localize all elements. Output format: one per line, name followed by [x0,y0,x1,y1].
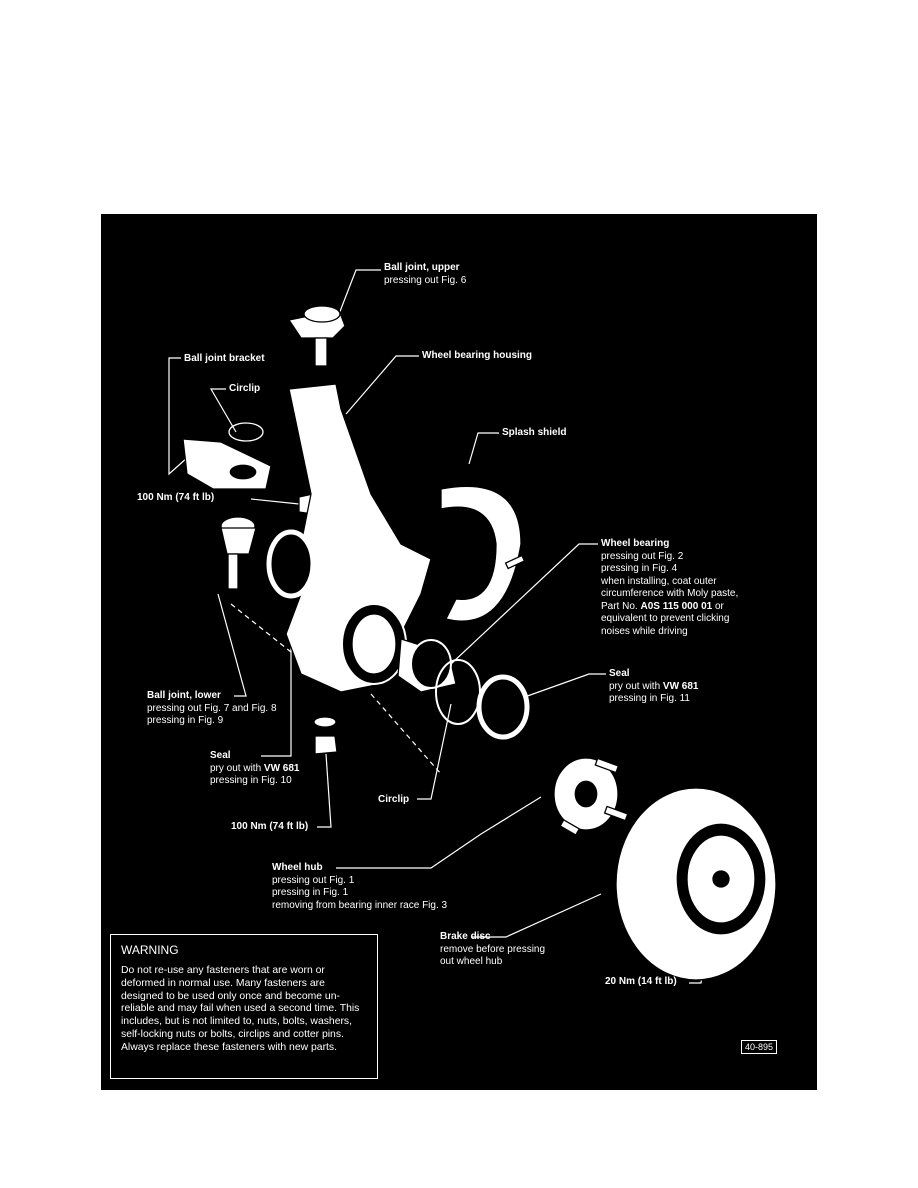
label-wheel-hub-line: removing from bearing inner race Fig. 3 [272,899,448,911]
label-ball-joint-bracket: Ball joint bracket [184,353,265,366]
label-seal-right-line2: pressing in Fig. 11 [609,693,690,704]
leader-ball-joint-upper [338,269,381,315]
splash-shield-part [440,485,522,622]
leader-ball-joint-lower [217,593,247,697]
label-wheel-hub-title: Wheel hub [272,862,323,873]
seal-left-prefix: pry out with [210,762,262,774]
part-suffix: or [714,600,724,612]
label-torque-disc-title: 20 Nm (14 ft lb) [605,976,677,987]
label-wheel-bearing-line: pressing in Fig. 4 [601,563,678,574]
label-torque-upper: 100 Nm (74 ft lb) [137,492,214,505]
leader-seal-right [518,673,606,700]
part-prefix: Part No. [601,600,638,612]
label-seal-left-title: Seal [210,750,231,761]
circlip-top-part [228,422,264,442]
seal-left-tool: VW 681 [263,762,300,774]
leader-torque-upper [250,498,300,505]
label-wheel-hub-line: pressing out Fig. 1 [272,874,355,886]
label-torque-upper-title: 100 Nm (74 ft lb) [137,492,215,503]
label-brake-disc: Brake disc remove before pressing out wh… [440,931,545,969]
label-wheel-hub: Wheel hub pressing out Fig. 1 pressing i… [272,862,447,912]
label-wheel-bearing-line: pressing out Fig. 2 [601,550,684,562]
label-torque-lower-title: 100 Nm (74 ft lb) [231,821,309,832]
label-seal-right-title: Seal [609,668,630,679]
leader-circlip-bottom [417,703,452,800]
label-brake-disc-line: out wheel hub [440,956,503,967]
label-ball-joint-lower: Ball joint, lower pressing out Fig. 7 an… [147,690,277,728]
seal-left-part [266,529,316,599]
label-wheel-bearing-title: Wheel bearing [601,538,670,549]
label-seal-right: Seal pry out with VW 681 pressing in Fig… [609,668,699,706]
leader-ball-joint-bracket [168,357,198,476]
warning-title: WARNING [121,943,179,957]
assembly-axis-line [230,603,332,685]
label-wheel-hub-line: pressing in Fig. 1 [272,887,349,898]
circlip-bottom-part [435,659,481,725]
seal-right-part [476,674,530,740]
label-wheel-bearing-housing: Wheel bearing housing [422,350,532,363]
label-wheel-bearing-line: equivalent to prevent clicking [601,613,730,624]
label-wheel-bearing-housing-title: Wheel bearing housing [422,350,533,361]
label-ball-joint-upper-title: Ball joint, upper [384,262,460,273]
leader-circlip-top [209,388,237,433]
leader-torque-lower [317,753,332,828]
leader-wheel-bearing-housing [345,355,419,415]
label-circlip-bottom-title: Circlip [378,794,410,805]
ball-joint-bracket-part [182,438,272,490]
leader-splash-shield [468,432,499,465]
leader-brake-disc [471,893,602,938]
seal-right-prefix: pry out with [609,680,661,692]
label-ball-joint-lower-line: pressing in Fig. 9 [147,715,224,726]
label-circlip-top-title: Circlip [229,383,261,394]
label-wheel-bearing-line: circumference with Moly paste, [601,588,739,599]
washer-lower-part [313,716,337,728]
label-circlip-bottom: Circlip [378,794,409,807]
label-torque-lower: 100 Nm (74 ft lb) [231,821,308,834]
label-seal-right-line1: pry out with VW 681 [609,681,699,694]
label-ball-joint-lower-line: pressing out Fig. 7 and Fig. 8 [147,702,277,714]
label-ball-joint-bracket-title: Ball joint bracket [184,353,265,364]
warning-box: WARNING Do not re-use any fasteners that… [110,934,378,1079]
exploded-view-illustration [168,269,777,984]
diagram-panel: Ball joint, upper pressing out Fig. 6 Ba… [101,214,817,1090]
label-circlip-top: Circlip [229,383,260,396]
label-wheel-bearing-line: when installing, coat outer [601,575,717,587]
label-ball-joint-lower-title: Ball joint, lower [147,690,221,701]
hub-axis-line [370,693,442,775]
label-seal-left-line1: pry out with VW 681 [210,763,300,776]
leader-wheel-hub [336,796,542,869]
part-number: A0S 115 000 01 [640,600,713,612]
label-splash-shield-title: Splash shield [502,427,567,438]
leader-wheel-bearing [450,543,598,665]
label-seal-left-line2: pressing in Fig. 10 [210,775,292,786]
bolt-part [504,554,526,570]
seal-right-tool: VW 681 [662,680,699,692]
label-ball-joint-upper-line: pressing out Fig. 6 [384,274,467,286]
label-torque-disc: 20 Nm (14 ft lb) [605,976,677,989]
leader-seal-left [261,624,292,757]
label-brake-disc-title: Brake disc [440,931,491,942]
label-brake-disc-line: remove before pressing [440,943,546,955]
label-splash-shield: Splash shield [502,427,566,440]
nut-lower-part [314,735,338,755]
warning-body: Do not re-use any fasteners that are wor… [121,965,360,1053]
label-ball-joint-upper: Ball joint, upper pressing out Fig. 6 [384,262,466,287]
label-wheel-bearing-part-line: Part No. A0S 115 000 01 or [601,601,738,614]
figure-id: 40-895 [741,1040,778,1054]
label-wheel-bearing-line: noises while driving [601,625,688,637]
label-seal-left: Seal pry out with VW 681 pressing in Fig… [210,750,300,788]
label-wheel-bearing: Wheel bearing pressing out Fig. 2 pressi… [601,538,738,638]
